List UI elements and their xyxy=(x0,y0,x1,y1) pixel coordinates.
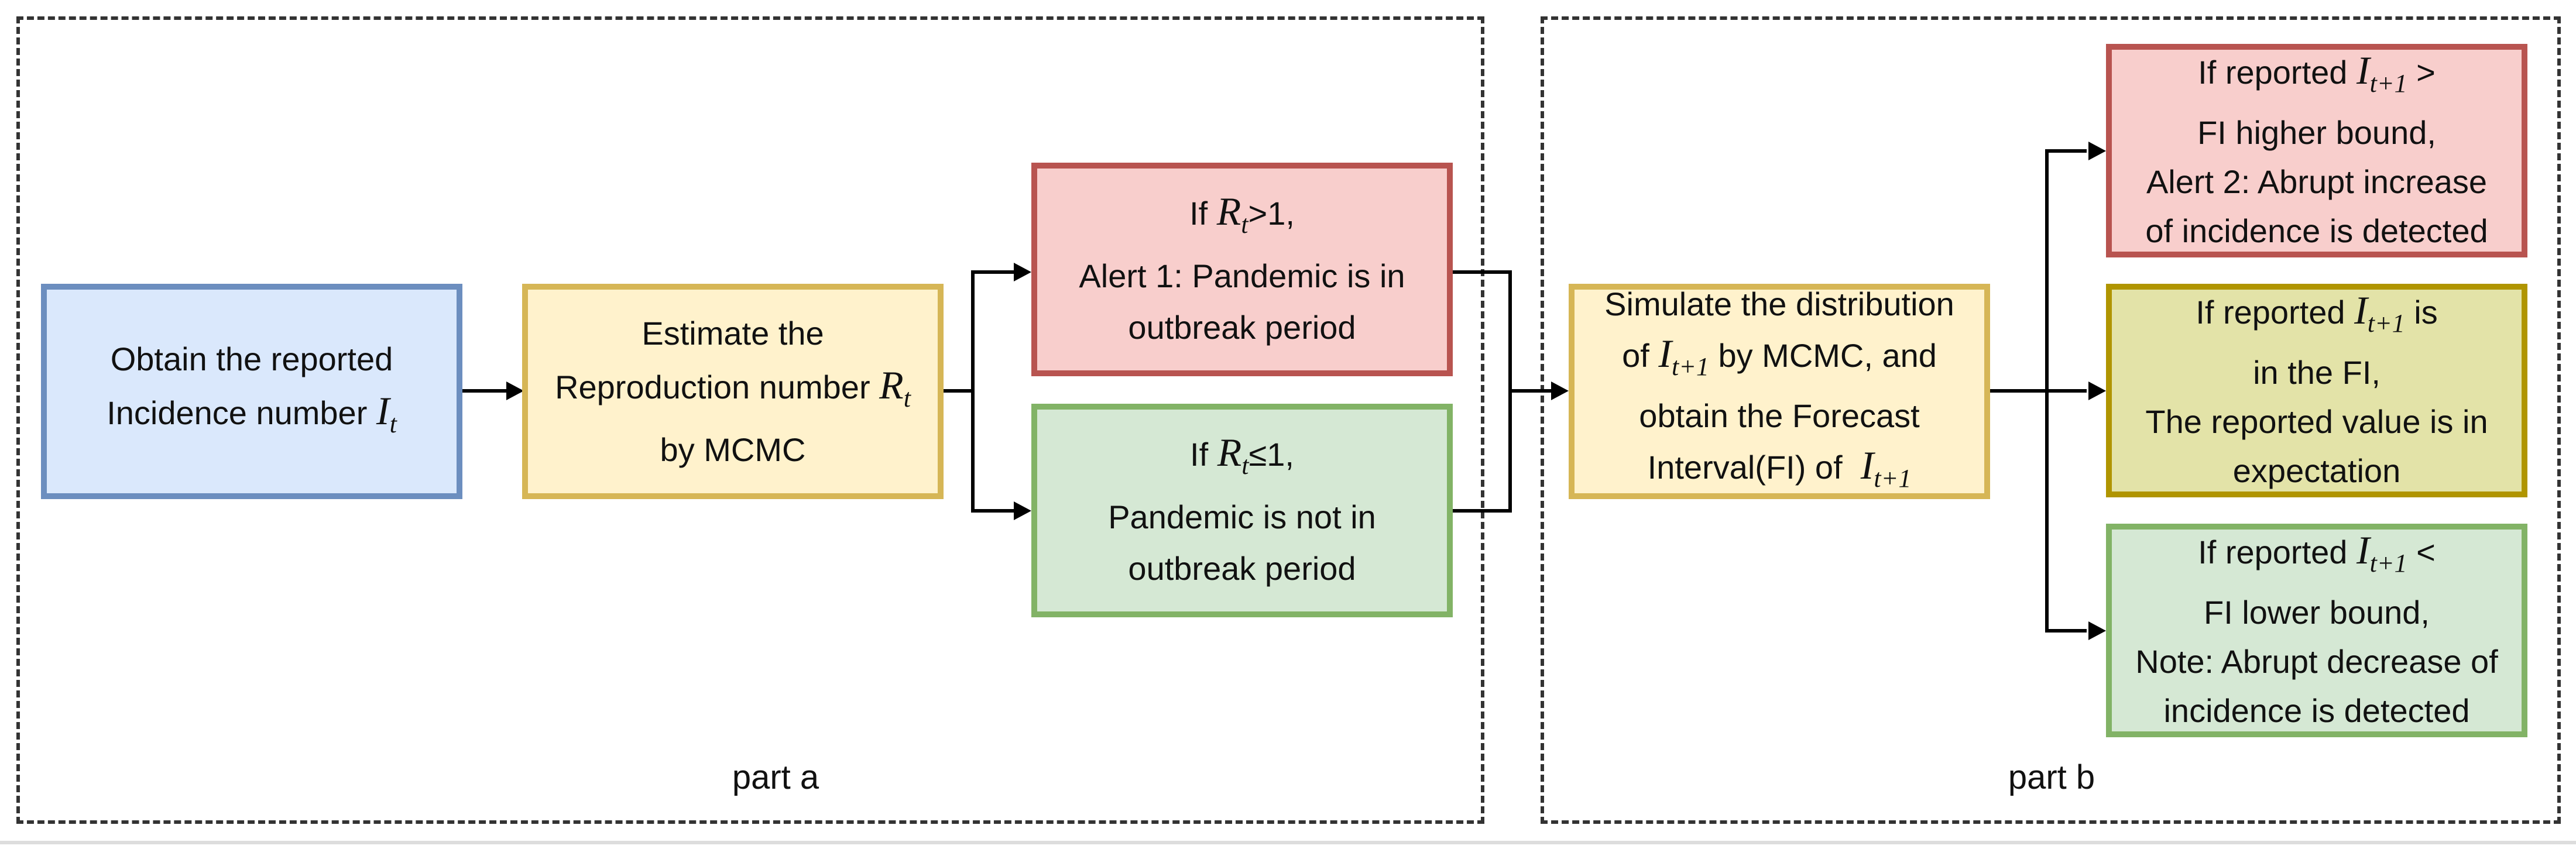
node-simulate-distribution: Simulate the distribution of It+1 by MCM… xyxy=(1569,284,1990,499)
node-obtain-line2-text: Incidence number xyxy=(107,394,376,431)
part-a-caption: part a xyxy=(732,758,819,796)
edge-alert1-to-simulate xyxy=(1453,270,1551,393)
node-notoutbreak-line1-pre: If xyxy=(1190,436,1217,473)
edge-notoutbreak-to-simulate xyxy=(1453,391,1512,513)
node-note-line2: FI lower bound, xyxy=(2204,594,2430,631)
arrowhead-simulate xyxy=(1551,381,1569,400)
node-alert1-line3: outbreak period xyxy=(1128,309,1356,346)
var-reproduction-symbol: R xyxy=(879,362,904,407)
node-alert2-line3: Alert 2: Abrupt increase xyxy=(2146,163,2488,200)
node-note-line1-post: < xyxy=(2407,534,2436,570)
edge-estimate-to-notoutbreak xyxy=(971,391,1016,513)
node-alert2-line1: If reported It+1 > xyxy=(2198,46,2436,108)
node-alert1-line1: If Rt>1, xyxy=(1189,185,1295,250)
arrowhead-infi xyxy=(2088,381,2106,400)
node-infi-line4: expectation xyxy=(2232,452,2401,489)
var-reproduction-subscript: t xyxy=(903,383,911,413)
node-alert1-outbreak: If Rt>1, Alert 1: Pandemic is in outbrea… xyxy=(1031,163,1453,376)
node-obtain-incidence: Obtain the reported Incidence number It xyxy=(41,284,462,499)
part-a-frame xyxy=(16,16,1484,824)
var-i-next-symbol: I xyxy=(2356,528,2370,572)
var-i-next: It+1 xyxy=(2356,528,2407,578)
node-note-decrease: If reported It+1 < FI lower bound, Note:… xyxy=(2106,524,2527,737)
node-note-line4: incidence is detected xyxy=(2163,692,2470,729)
node-note-line3: Note: Abrupt decrease of xyxy=(2135,643,2498,680)
node-estimate-line1: Estimate the xyxy=(642,314,824,352)
node-alert2-line1-post: > xyxy=(2407,54,2436,91)
part-b-frame xyxy=(1541,16,2561,824)
node-alert1-line1-pre: If xyxy=(1189,195,1217,232)
node-infi-line1-post: is xyxy=(2405,294,2438,331)
var-rt: Rt xyxy=(1216,189,1248,239)
node-alert1-line2: Alert 1: Pandemic is in xyxy=(1079,257,1405,294)
var-i-next: It+1 xyxy=(2356,48,2407,98)
var-i-next: It+1 xyxy=(1658,331,1709,381)
var-incidence-symbol: I xyxy=(376,388,390,433)
arrowhead-estimate xyxy=(506,381,524,400)
var-rt-subscript: t xyxy=(1241,210,1248,239)
var-incidence-subscript: t xyxy=(389,409,397,438)
var-i-next: It+1 xyxy=(1860,443,1912,493)
var-i-next: It+1 xyxy=(2354,288,2405,338)
bottom-rule xyxy=(0,841,2576,844)
node-alert2-line2: FI higher bound, xyxy=(2197,114,2436,151)
node-in-forecast-interval: If reported It+1 is in the FI, The repor… xyxy=(2106,284,2527,497)
node-estimate-line2: Reproduction number Rt xyxy=(555,359,911,424)
node-estimate-line3: by MCMC xyxy=(660,431,806,468)
node-notoutbreak-line2: Pandemic is not in xyxy=(1108,499,1376,535)
var-i-next-symbol: I xyxy=(1860,443,1874,487)
var-incidence: It xyxy=(376,388,397,438)
node-alert2-line4: of incidence is detected xyxy=(2145,212,2488,249)
node-notoutbreak-line3: outbreak period xyxy=(1128,550,1356,587)
node-alert2-increase: If reported It+1 > FI higher bound, Aler… xyxy=(2106,44,2527,257)
arrowhead-note xyxy=(2088,621,2106,640)
var-reproduction: Rt xyxy=(879,362,911,413)
node-alert2-line1-pre: If reported xyxy=(2198,54,2357,91)
var-i-next-symbol: I xyxy=(2354,288,2368,332)
node-estimate-line2-text: Reproduction number xyxy=(555,368,880,405)
var-rt-symbol: R xyxy=(1217,430,1242,475)
arrowhead-alert1 xyxy=(1014,263,1031,281)
node-notoutbreak-line1: If Rt≤1, xyxy=(1190,427,1294,491)
arrowhead-alert2 xyxy=(2088,142,2106,160)
node-simulate-line1: Simulate the distribution xyxy=(1604,286,1954,322)
node-simulate-line3: obtain the Forecast xyxy=(1639,397,1920,434)
part-b-caption: part b xyxy=(2008,758,2095,796)
node-obtain-line1: Obtain the reported xyxy=(110,340,393,377)
var-i-next-subscript: t+1 xyxy=(2367,309,2405,338)
node-infi-line3: The reported value is in xyxy=(2145,403,2488,440)
node-infi-line2: in the FI, xyxy=(2253,354,2381,391)
node-simulate-line4-pre: Interval(FI) of xyxy=(1647,449,1861,486)
var-rt-subscript: t xyxy=(1241,451,1249,480)
var-i-next-subscript: t+1 xyxy=(2369,549,2407,578)
node-notoutbreak-line1-post: ≤1, xyxy=(1248,436,1294,473)
var-i-next-subscript: t+1 xyxy=(2369,69,2407,98)
node-simulate-line2-pre: of xyxy=(1622,337,1659,374)
edge-simulate-to-alert2 xyxy=(2045,149,2087,391)
var-i-next-symbol: I xyxy=(2356,48,2370,92)
node-note-line1-pre: If reported xyxy=(2198,534,2357,570)
node-simulate-line2-post: by MCMC, and xyxy=(1709,337,1937,374)
node-simulate-line2: of It+1 by MCMC, and xyxy=(1622,329,1937,391)
edge-simulate-to-note xyxy=(2045,391,2087,633)
node-simulate-line4: Interval(FI) of It+1 xyxy=(1648,441,1912,503)
var-rt: Rt xyxy=(1217,430,1249,480)
node-not-outbreak: If Rt≤1, Pandemic is not in outbreak per… xyxy=(1031,404,1453,617)
var-i-next-subscript: t+1 xyxy=(1672,352,1709,381)
var-rt-symbol: R xyxy=(1216,189,1241,233)
arrowhead-notoutbreak xyxy=(1014,501,1031,520)
node-alert1-line1-post: >1, xyxy=(1248,195,1295,232)
node-estimate-reproduction: Estimate the Reproduction number Rt by M… xyxy=(522,284,944,499)
node-infi-line1-pre: If reported xyxy=(2196,294,2355,331)
node-obtain-line2: Incidence number It xyxy=(107,385,397,450)
var-i-next-symbol: I xyxy=(1658,331,1672,376)
edge-estimate-to-alert1 xyxy=(944,270,1016,393)
node-note-line1: If reported It+1 < xyxy=(2198,525,2436,588)
node-infi-line1: If reported It+1 is xyxy=(2196,286,2437,348)
var-i-next-subscript: t+1 xyxy=(1874,464,1912,493)
